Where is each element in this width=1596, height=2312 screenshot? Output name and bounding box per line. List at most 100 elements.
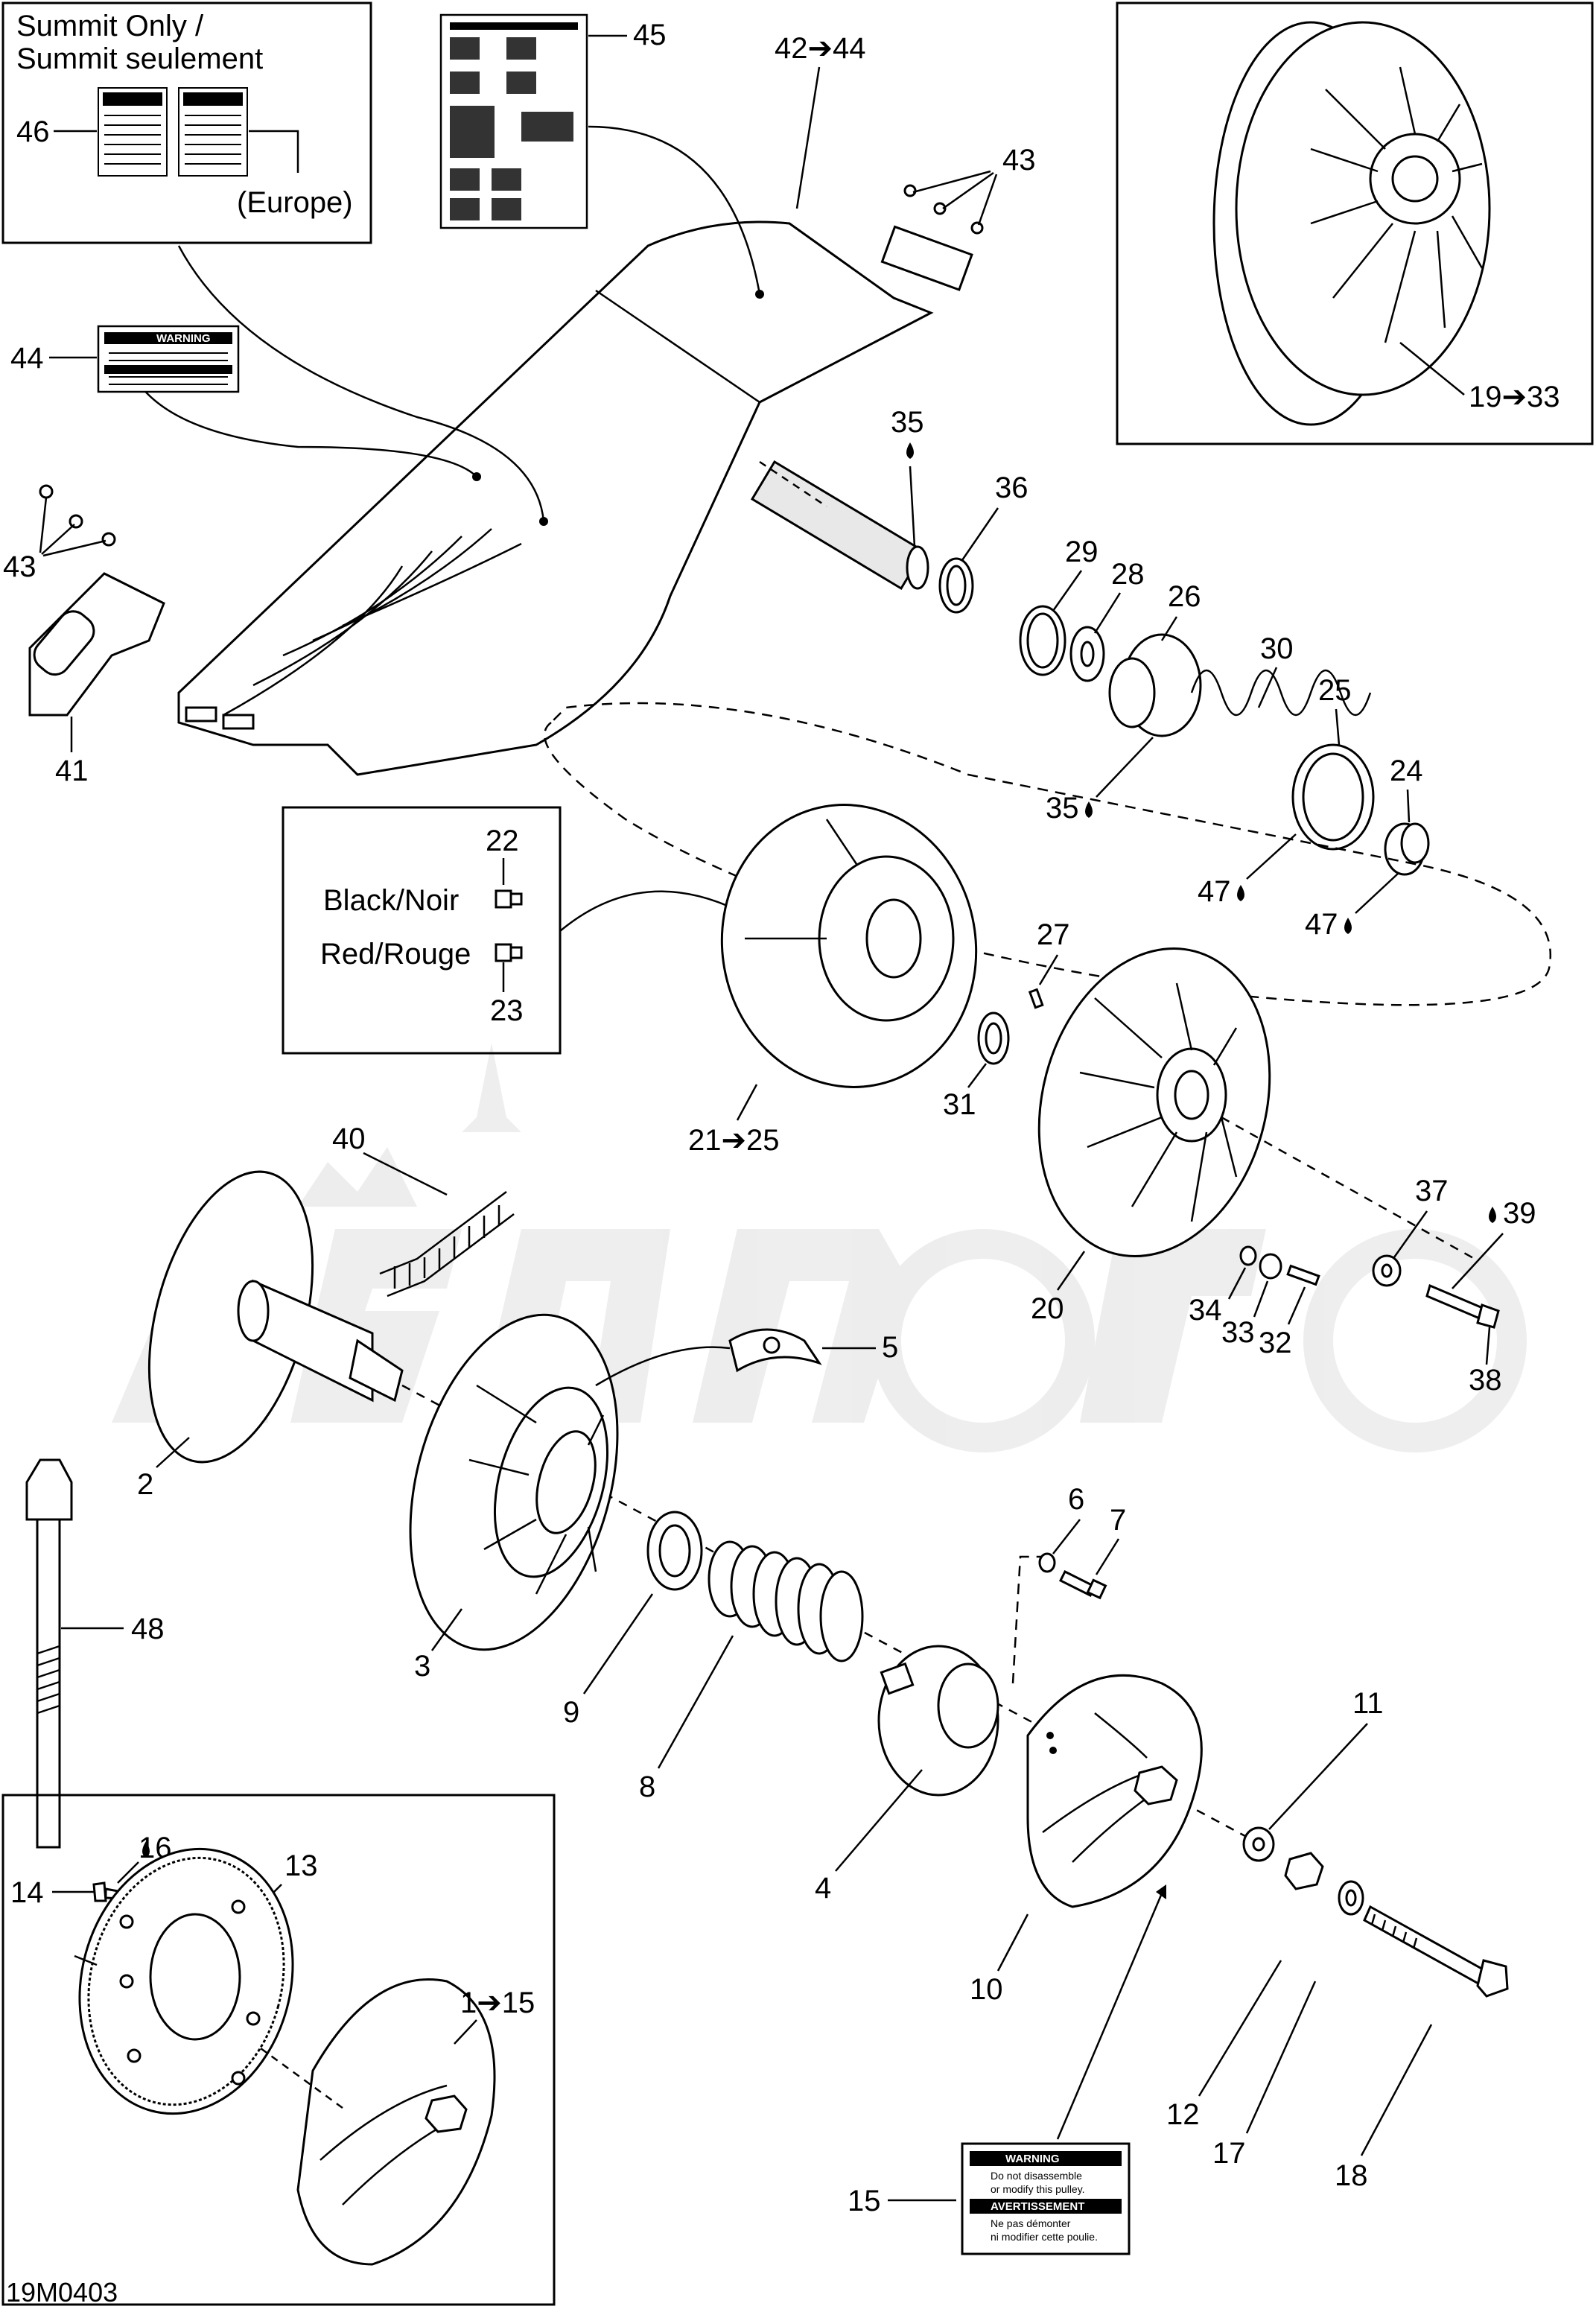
washer-11: 11 [1242,1687,1384,1862]
callout-20: 20 [1031,1292,1064,1325]
bolt-48: 48 [25,1458,165,1849]
ring-36: 36 [938,471,1029,614]
decal-line4: ni modifier cette poulie. [991,2231,1098,2243]
spring-30: 30 [1190,632,1372,717]
decal-line2: or modify this pulley. [991,2183,1085,2195]
cover-10: 10 [970,1674,1203,2006]
callout-22: 22 [486,825,519,857]
oil-drop-icon [1237,885,1244,901]
callout-14: 14 [10,1876,44,1909]
summit-title-line1: Summit Only / [16,10,204,42]
callout-32: 32 [1259,1327,1292,1359]
decal-44: WARNING 44 [10,325,240,393]
washer-37: 37 [1372,1175,1449,1287]
callout-6: 6 [1068,1483,1084,1516]
callout-13: 13 [284,1849,318,1882]
belt-guard [177,220,973,776]
washer-9: 9 [563,1511,703,1729]
movable-sheave-3: 3 [409,1313,619,1683]
callout-26: 26 [1168,580,1201,613]
black-label: Black/Noir [323,884,459,917]
callout-38: 38 [1469,1364,1502,1397]
callout-41: 41 [55,755,89,787]
decal-line1: Do not disassemble [991,2170,1082,2182]
summit-title-line2: Summit seulement [16,42,263,75]
drive-pulley-box: 14 16 13 1➔15 [1,1794,556,2306]
callout-24: 24 [1390,755,1423,787]
callout-10: 10 [970,1973,1003,2006]
ring-25: 25 47 [1198,674,1375,908]
callout-35-top: 35 [891,406,924,439]
callout-30: 30 [1260,632,1294,665]
callout-45: 45 [633,19,667,51]
callout-43-left: 43 [3,550,36,583]
callout-17: 17 [1212,2137,1246,2170]
callout-37: 37 [1415,1175,1449,1207]
spider-4: 4 [815,1645,999,1905]
decal-45: 45 [439,13,667,229]
callout-48: 48 [131,1613,165,1645]
belt-40: 40 [332,1122,515,1298]
callout-11: 11 [1352,1687,1384,1720]
bolt-18: 18 [1335,1905,1509,2192]
watermark [112,1043,1527,1452]
driven-pulley-box: 19➔33 [1116,1,1594,445]
figure-code: 19M0403 [6,2277,118,2308]
callout-28: 28 [1111,558,1145,591]
oil-drop-icon [1085,801,1093,818]
callout-3: 3 [414,1650,430,1683]
callout-34: 34 [1189,1294,1222,1327]
red-label: Red/Rouge [320,938,471,971]
screw-7: 7 [1058,1504,1126,1600]
pin-27: 27 [1028,918,1070,1009]
callout-40: 40 [332,1122,366,1155]
oil-drop-icon [1344,918,1352,934]
nut-12: 12 [1166,1852,1324,2131]
belt-dashed-outline [543,702,1551,1006]
callout-2: 2 [137,1468,153,1501]
washer-17: 17 [1212,1880,1364,2170]
nuts-43-left: 43 [3,484,116,583]
decal-line3: Ne pas démonter [991,2217,1071,2229]
wire-box: 22 Black/Noir Red/Rouge 23 [282,806,740,1055]
sheave-20: 20 [1031,947,1271,1325]
callout-21: 21➔25 [688,1124,780,1157]
callout-7: 7 [1110,1504,1126,1537]
callout-43-top: 43 [1002,144,1036,177]
callout-31: 31 [943,1088,976,1121]
callout-27: 27 [1037,918,1070,951]
callout-39: 39 [1503,1197,1536,1230]
callout-18: 18 [1335,2159,1368,2192]
callout-5: 5 [882,1331,898,1364]
callout-12: 12 [1166,2098,1200,2131]
callout-8: 8 [639,1770,655,1803]
callout-42: 42➔44 [775,32,866,65]
spring-8: 8 [639,1540,864,1803]
oil-drop-icon [142,1841,150,1858]
callout-19: 19➔33 [1469,381,1560,413]
washer-28: 28 [1069,558,1145,682]
callout-1: 1➔15 [460,1987,535,2019]
callout-47-left: 47 [1198,875,1231,908]
oil-drop-icon [1489,1207,1496,1223]
bolt-38: 38 39 [1425,1197,1536,1397]
decal-warning-title: WARNING [1005,2153,1060,2165]
callout-46: 46 [16,115,50,148]
washer-31: 31 [943,1012,1010,1121]
summit-only-box: Summit Only / Summit seulement 46 (Europ… [1,1,372,244]
callout-9: 9 [563,1696,579,1729]
washer-6: 6 [1038,1483,1084,1573]
callout-4: 4 [815,1872,831,1905]
slider-5: 5 [595,1328,898,1387]
callout-25: 25 [1318,674,1352,707]
bushing-24: 24 47 [1305,755,1430,941]
callout-44: 44 [10,342,44,375]
callout-33: 33 [1221,1316,1255,1349]
svg-text:WARNING: WARNING [156,332,211,345]
shaft-35: 35 [750,406,929,591]
hardware-32-34: 34 33 32 [1189,1245,1320,1359]
oil-drop-icon [906,442,914,459]
decal-avertissement: AVERTISSEMENT [991,2200,1084,2213]
circlip-29: 29 [1019,536,1099,676]
